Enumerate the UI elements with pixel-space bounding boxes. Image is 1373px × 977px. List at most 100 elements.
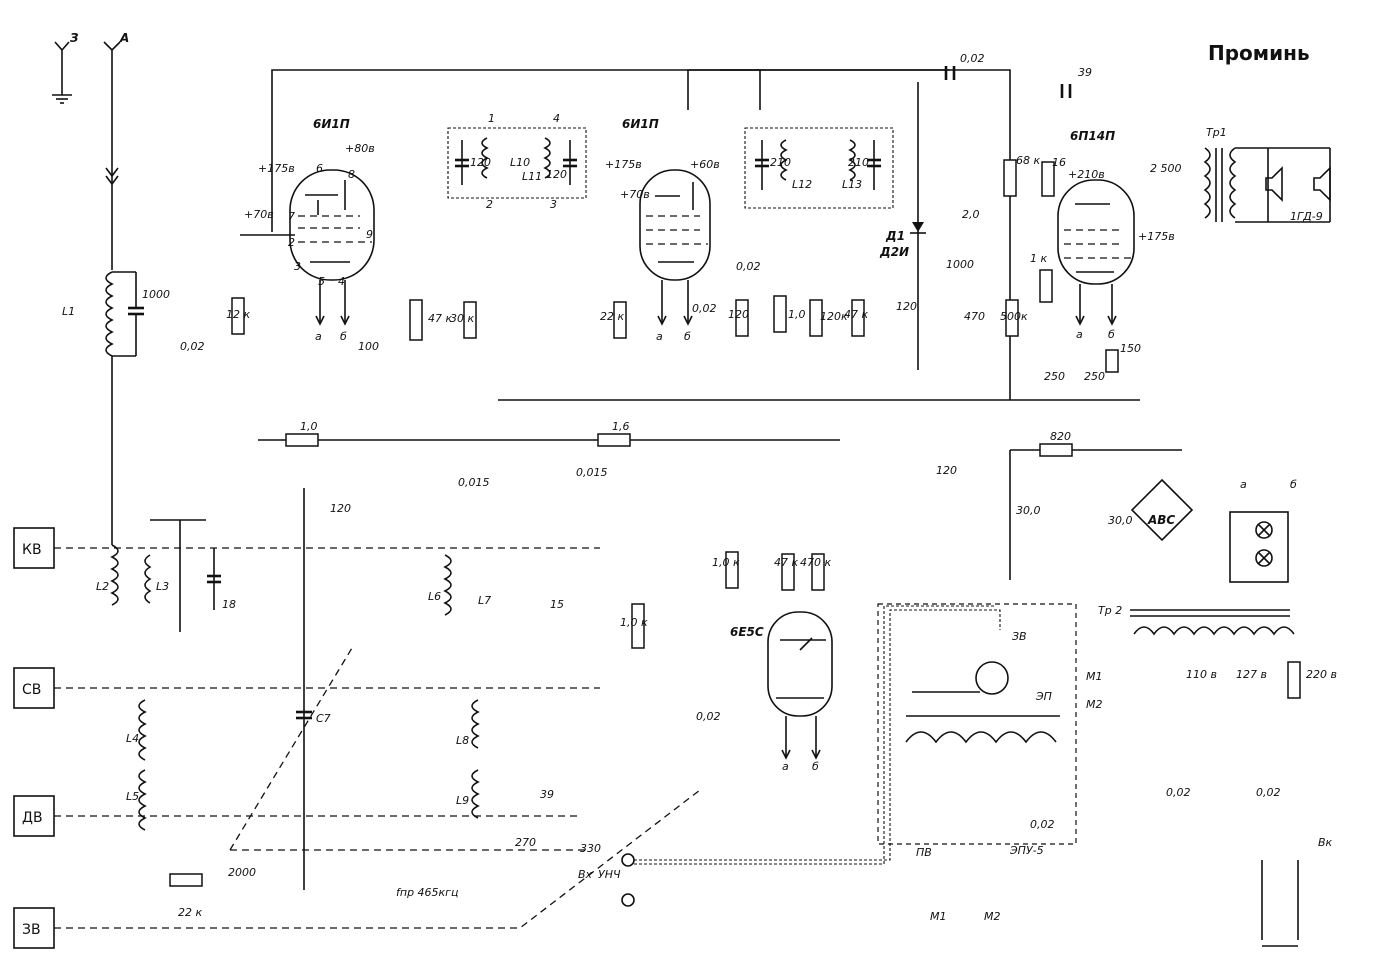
c250a-value: 250 <box>1044 370 1065 383</box>
tr2-label: Тр 2 <box>1098 604 1122 617</box>
oscillator-coils: L6 L7 15 L8 L9 39 270 330 <box>428 554 601 855</box>
c7-label: С7 <box>316 712 331 725</box>
detector-diode: Д1 Д2И <box>879 82 926 370</box>
c470-value: 470 <box>964 310 985 323</box>
if1-pin2: 2 <box>486 198 493 211</box>
c120c-value: 120 <box>936 464 957 477</box>
r-22k-input: 22 к <box>178 906 202 919</box>
r500k-value: 500к <box>1000 310 1028 323</box>
v1-screen-voltage: +80в <box>345 142 375 155</box>
r10kb-value: 1,0 к <box>712 556 740 569</box>
l11-label: L11 <box>522 170 542 183</box>
c270-value: 270 <box>515 836 536 849</box>
v4-filament-b: б <box>812 760 819 773</box>
c-if2b-value: 210 <box>848 156 869 169</box>
m1b-label: М1 <box>930 910 947 923</box>
v3-screen-voltage: +210в <box>1068 168 1105 181</box>
r1k-value: 1 к <box>1030 252 1047 265</box>
if-transformer-2: 210 210 L12 L13 <box>744 127 894 209</box>
r68k-value: 68 к <box>1016 154 1040 167</box>
band-sv-label: СВ <box>22 682 41 698</box>
r150-value: 150 <box>1120 342 1141 355</box>
ground-label: З <box>70 31 79 45</box>
power-supply: АВС Тр 2 110 в 127 в 220 в М1 М2 0,02 0,… <box>1086 478 1337 947</box>
c300a-value: 30,0 <box>1016 504 1041 517</box>
zv-motor-label: ЗВ <box>1012 630 1027 643</box>
output-transformer: Тр1 1ГД-9 <box>1203 126 1331 223</box>
l12-label: L12 <box>792 178 812 191</box>
r820-value: 820 <box>1050 430 1071 443</box>
v2-screen-voltage: +60в <box>690 158 720 171</box>
v3-filament-a: а <box>1076 328 1083 341</box>
r16-value: 16 <box>1052 156 1066 169</box>
pwr-a-label: а <box>1240 478 1247 491</box>
schematic-title: Проминь <box>1208 41 1310 65</box>
c-if1b-value: 120 <box>546 168 567 181</box>
v1-pin5: 5 <box>318 275 325 288</box>
variable-capacitor-c7: С7 fпр 465кгц <box>229 488 590 899</box>
r22k-value: 22 к <box>600 310 624 323</box>
v4-filament-a: а <box>782 760 789 773</box>
c-in-value: 0,02 <box>180 340 205 353</box>
c2500-value: 2 500 <box>1150 162 1182 175</box>
epu-label: ЭПУ-5 <box>1009 844 1044 857</box>
rf-coils-kv: L2 L3 18 <box>96 519 236 632</box>
v1-grid-voltage: +70в <box>244 208 274 221</box>
antenna-label: А <box>119 31 129 45</box>
c120r-value: 120 <box>896 300 917 313</box>
band-zv-label: ЗВ <box>22 922 41 938</box>
r120-value: 120 <box>728 308 749 321</box>
v110-label: 110 в <box>1186 668 1217 681</box>
l7-label: L7 <box>478 594 491 607</box>
c0015b-value: 0,015 <box>458 476 490 489</box>
tr1-label: Тр1 <box>1206 126 1227 139</box>
v3-filament-b: б <box>1108 328 1115 341</box>
v3-plate-voltage: +175в <box>1138 230 1175 243</box>
antenna-ground-symbols: З А <box>52 31 129 270</box>
c0015-value: 0,015 <box>576 466 608 479</box>
r470k-value: 470 к <box>800 556 831 569</box>
speaker-label: 1ГД-9 <box>1290 210 1323 223</box>
l9-label: L9 <box>456 794 469 807</box>
v1-pin2: 2 <box>288 236 295 249</box>
c2000-value: 2000 <box>228 866 256 879</box>
c-if2a-value: 210 <box>770 156 791 169</box>
r47kc-value: 47 к <box>774 556 798 569</box>
v2-filament-a: а <box>656 330 663 343</box>
m1-label: М1 <box>1086 670 1103 683</box>
tube-v3: 6П14П +210в +175в а б <box>1057 129 1175 341</box>
power-buses: 820 1,0 1,6 0,02 39 2 500 2,0 1000 470 <box>240 52 1182 580</box>
if1-pin4: 4 <box>553 112 560 125</box>
l10-label: L10 <box>510 156 530 169</box>
l8-label: L8 <box>456 734 469 747</box>
l4-label: L4 <box>126 732 139 745</box>
vx-label: Вх <box>578 868 593 881</box>
v1-filament-b: б <box>340 330 347 343</box>
band-kv-label: КВ <box>22 542 42 558</box>
r47k-value: 47 к <box>428 312 452 325</box>
c250b-value: 250 <box>1084 370 1105 383</box>
c002d-value: 0,02 <box>696 710 721 723</box>
resistor-labels: 12 к 0,02 47 к 100 30 к 22 к 120 0,02 0,… <box>180 154 1141 527</box>
c002e-value: 0,02 <box>1030 818 1055 831</box>
tube-v1: 6И1П +175в +80в +70в 9 8 6 7 2 3 5 4 а б <box>244 117 375 343</box>
v2-grid-voltage: +70в <box>620 188 650 201</box>
vk-label: Вк <box>1318 836 1333 849</box>
r120k-value: 120к <box>820 310 848 323</box>
v1-pin8: 8 <box>348 168 355 181</box>
c002c-value: 0,02 <box>736 260 761 273</box>
c120b-value: 120 <box>330 502 351 515</box>
volume-control: 1,0 к 1,0 к 0,02 <box>620 551 740 723</box>
rf-coils-sv-dv: L4 L5 22 к 2000 <box>126 699 256 919</box>
l3-label: L3 <box>156 580 169 593</box>
if1-pin3: 3 <box>550 198 557 211</box>
m2-label: М2 <box>1086 698 1103 711</box>
v1-pin3: 3 <box>294 260 301 273</box>
diode-label: Д1 <box>885 229 905 243</box>
c-top-value: 0,02 <box>960 52 985 65</box>
volume-pot-value: 1,0 к <box>620 616 648 629</box>
band-selector: КВ СВ ДВ ЗВ <box>13 527 701 949</box>
r10b-value: 1,0 <box>788 308 806 321</box>
c39b-value: 39 <box>540 788 554 801</box>
